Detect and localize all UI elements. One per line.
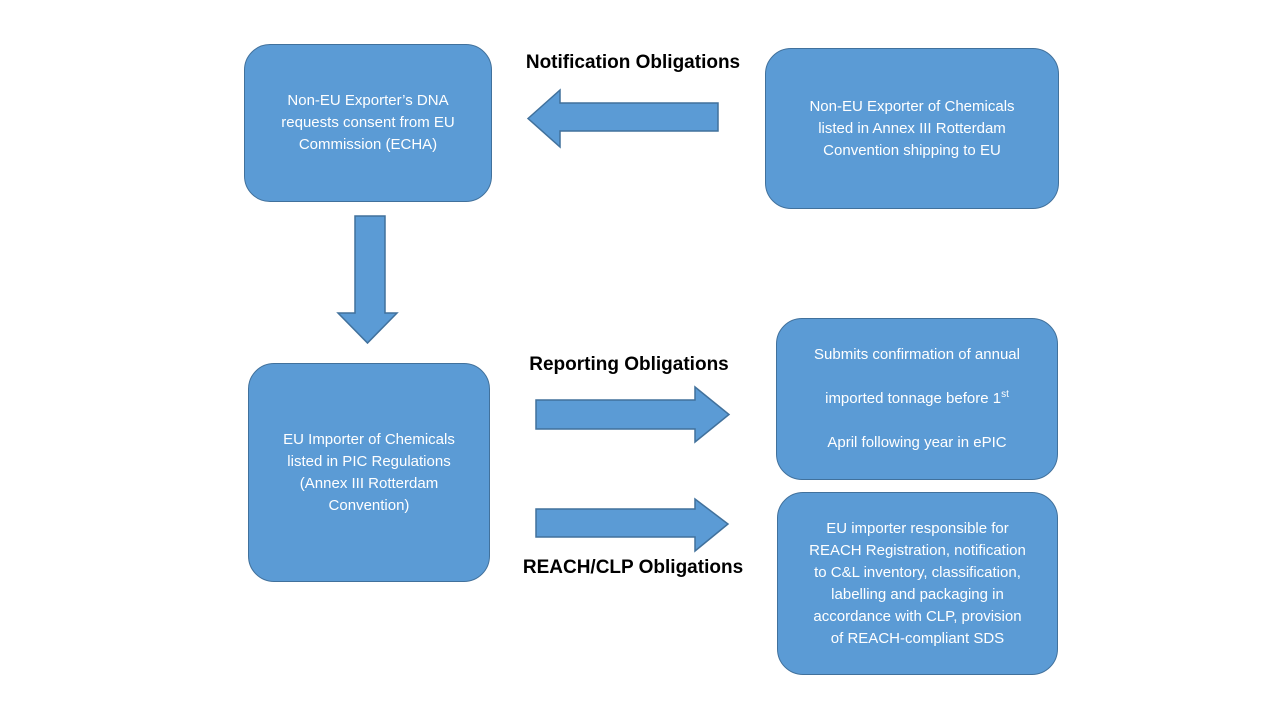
box-non-eu-exporter-dna: Non-EU Exporter’s DNA requests consent f… <box>244 44 492 202</box>
box-non-eu-exporter-chemicals: Non-EU Exporter of Chemicals listed in A… <box>765 48 1059 209</box>
text-line: Submits confirmation of annual <box>814 346 1020 363</box>
box-submit-tonnage-confirmation: Submits confirmation of annual imported … <box>776 318 1058 480</box>
box-text: EU importer responsible for REACH Regist… <box>809 519 1026 647</box>
arrow-right-reporting <box>535 385 731 444</box>
label-reporting-obligations: Reporting Obligations <box>529 354 729 375</box>
superscript-ordinal: st <box>1001 389 1009 400</box>
box-text: EU Importer of Chemicals listed in PIC R… <box>283 430 455 514</box>
text-line: imported tonnage before 1st <box>825 389 1009 408</box>
label-notification-obligations: Notification Obligations <box>525 52 741 73</box>
box-text: Submits confirmation of annual imported … <box>814 322 1020 476</box>
box-eu-importer-chemicals: EU Importer of Chemicals listed in PIC R… <box>248 363 490 582</box>
box-text: Non-EU Exporter’s DNA requests consent f… <box>281 92 455 153</box>
box-text: Non-EU Exporter of Chemicals listed in A… <box>809 97 1015 159</box>
arrow-left-notification <box>526 88 719 149</box>
arrow-down-flow <box>336 215 399 345</box>
arrow-right-reach-clp <box>535 497 730 553</box>
label-reach-clp-obligations: REACH/CLP Obligations <box>522 557 744 578</box>
text-line: April following year in ePIC <box>827 434 1007 451</box>
box-reach-clp-responsibilities: EU importer responsible for REACH Regist… <box>777 492 1058 675</box>
